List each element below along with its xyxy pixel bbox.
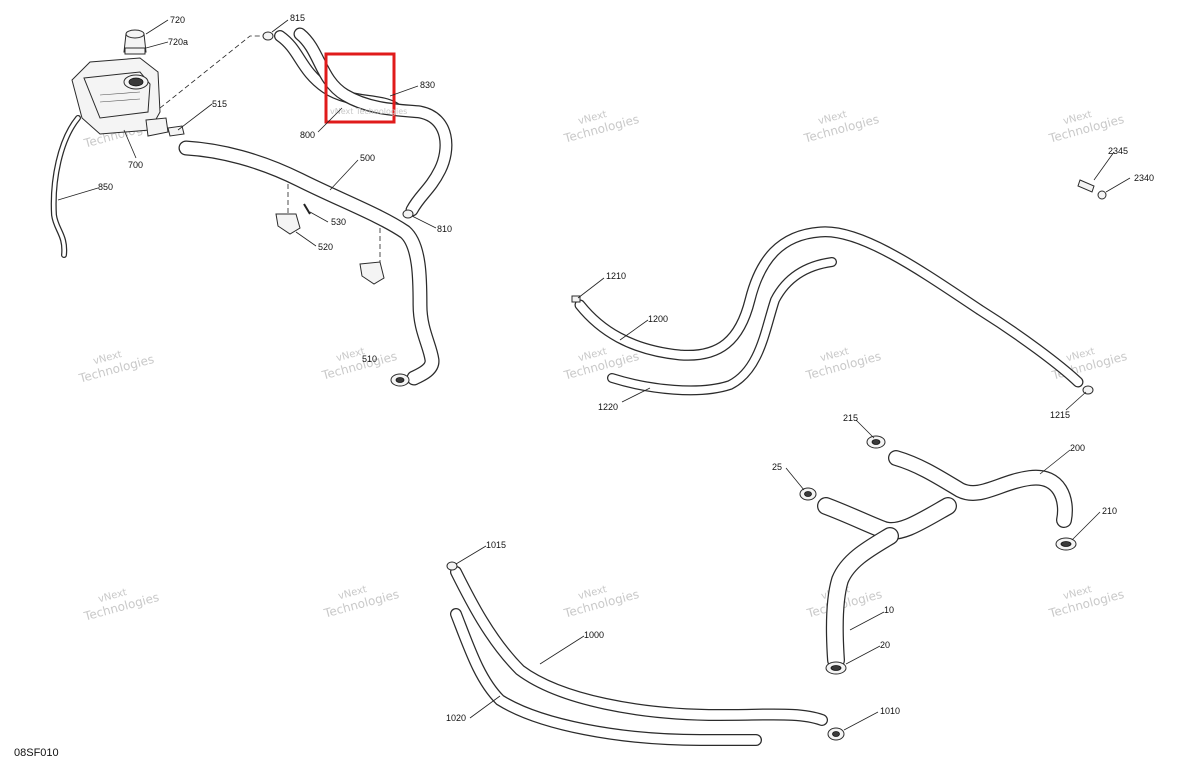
hose-bracket-520[interactable] [275,213,385,285]
callout-500: 500 [360,153,375,163]
callout-1220: 1220 [598,402,618,412]
hose-clamp-1210[interactable] [571,295,581,303]
hose-clamp-25[interactable] [799,487,817,501]
callout-720a: 720a [168,37,188,47]
callout-1020: 1020 [446,713,466,723]
callout-720: 720 [170,15,185,25]
overflow-hose-850[interactable] [50,115,81,258]
diagram-reference-code: 08SF010 [14,747,59,759]
coolant-hose-1020[interactable] [450,608,762,747]
callout-530: 530 [331,217,346,227]
leader-lines [57,19,1131,731]
coolant-hose-1000[interactable] [450,566,828,726]
highlight-box [324,52,396,124]
callout-labels: 720 720a 815 830 800 515 700 850 500 530… [98,13,1154,723]
callout-1010: 1010 [880,706,900,716]
hose-clamp-215[interactable] [866,435,886,449]
callout-830: 830 [420,80,435,90]
watermark-inline: vNext Technologies [330,107,407,116]
coolant-hose-500[interactable] [178,140,440,386]
callout-1215: 1215 [1050,410,1070,420]
callout-10: 10 [884,605,894,615]
hose-clamp-1015[interactable] [446,561,458,571]
coolant-hose-200[interactable] [888,450,1073,528]
hose-clamp-815[interactable] [262,31,274,41]
callout-25: 25 [772,462,782,472]
hose-clamp-1215[interactable] [1082,385,1094,395]
callout-520: 520 [318,242,333,252]
hose-clamp-810[interactable] [402,209,414,219]
coolant-hose-10[interactable] [817,497,957,669]
callout-215: 215 [843,413,858,423]
callout-850: 850 [98,182,113,192]
callout-2345: 2345 [1108,146,1128,156]
callout-2340: 2340 [1134,173,1154,183]
fitting-2345[interactable] [1077,179,1095,193]
callout-200: 200 [1070,443,1085,453]
assembly-link-line [159,35,268,109]
callout-1000: 1000 [584,630,604,640]
callout-510: 510 [362,354,377,364]
callout-210: 210 [1102,506,1117,516]
coolant-hose-1200[interactable] [574,226,1084,388]
callout-515: 515 [212,99,227,109]
fitting-2340[interactable] [1097,190,1107,200]
callout-20: 20 [880,640,890,650]
callout-1210: 1210 [606,271,626,281]
callout-810: 810 [437,224,452,234]
callout-800: 800 [300,130,315,140]
coolant-hose-1220[interactable] [607,257,837,396]
screw-530[interactable] [303,203,311,215]
callout-1200: 1200 [648,314,668,324]
hose-clamp-510[interactable] [390,373,410,387]
reservoir-cap-720[interactable] [123,29,147,55]
coolant-reservoir-700[interactable] [71,57,169,137]
hose-clamp-20[interactable] [825,661,847,675]
callout-700: 700 [128,160,143,170]
callout-1015: 1015 [486,540,506,550]
hose-clamp-210[interactable] [1055,537,1077,551]
callout-815: 815 [290,13,305,23]
hose-clamp-1010[interactable] [827,727,845,741]
